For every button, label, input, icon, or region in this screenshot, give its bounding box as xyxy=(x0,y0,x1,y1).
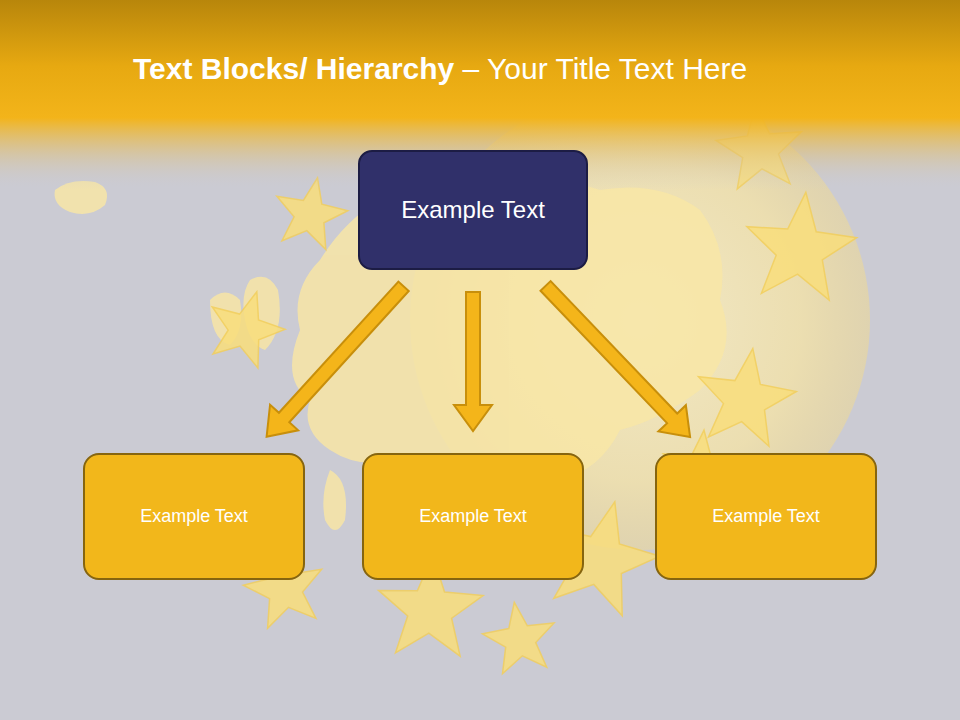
box-text: Example Text xyxy=(419,506,527,527)
box-text: Example Text xyxy=(140,506,248,527)
star xyxy=(747,192,857,300)
child-box: Example Text xyxy=(655,453,877,580)
slide-title: Text Blocks/ Hierarchy – Your Title Text… xyxy=(133,52,747,86)
box-text: Example Text xyxy=(712,506,820,527)
star xyxy=(212,292,285,368)
child-box: Example Text xyxy=(83,453,305,580)
star xyxy=(699,349,797,447)
block-arrow xyxy=(541,281,691,437)
star-ring xyxy=(212,105,856,674)
box-text: Example Text xyxy=(401,196,545,224)
block-arrow xyxy=(454,292,492,431)
child-box: Example Text xyxy=(362,453,584,580)
block-arrow xyxy=(267,282,409,437)
star xyxy=(483,602,555,673)
root-box: Example Text xyxy=(358,150,588,270)
